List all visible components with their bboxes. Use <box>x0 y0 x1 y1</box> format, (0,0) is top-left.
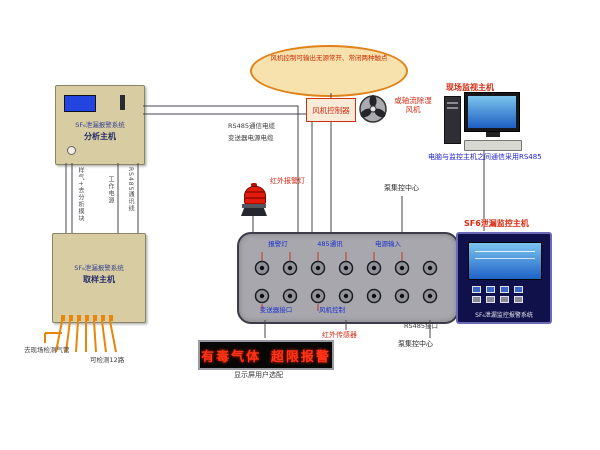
sf6-monitor-host-label: SF6泄漏监控主机 <box>464 219 529 228</box>
analysis-host-subtitle: 分析主机 <box>84 132 116 141</box>
gas-pipe-label: 去现场检测气管 <box>24 346 70 354</box>
keyboard <box>464 140 522 151</box>
fan-controller-box: 风机控制器 <box>306 98 356 122</box>
analysis-host-title: SF₆泄漏报警系统 <box>75 121 125 129</box>
rs485-cable-label: RS485通信电缆 <box>228 122 276 130</box>
cable-gland <box>101 315 105 321</box>
fan-control-note-cloud: 风机控制可输出无源常开、常闭两种触点 <box>250 45 408 97</box>
channels-label: 可检测12路 <box>90 356 125 364</box>
cable-gland <box>61 315 65 321</box>
sampling-host-title: SF₆泄漏报警系统 <box>74 264 124 272</box>
transmitter-power-cable-label: 变送器电源电缆 <box>228 134 274 142</box>
terminal-label-transmitter-port: 变送器接口 <box>259 306 293 314</box>
cable-gland <box>85 315 89 321</box>
analysis-host-unit: SF₆泄漏报警系统 分析主机 <box>55 85 145 165</box>
cable-gland <box>93 315 97 321</box>
fan-control-note-text: 风机控制可输出无源常开、常闭两种触点 <box>270 54 388 62</box>
rs485-wire-label: RS485通讯线 <box>127 167 134 213</box>
fan-icon <box>359 95 387 123</box>
ir-sensor-label: 红外传感器 <box>322 331 357 339</box>
pc-rs485-note: 电脑与监控主机之间通信采用RS485 <box>428 153 542 161</box>
computer-tower <box>444 96 461 144</box>
site-monitor-host-label: 现场监视主机 <box>446 83 494 92</box>
panel-buttons-row2 <box>472 296 523 303</box>
monitor-screen <box>468 96 516 128</box>
power-button <box>67 146 76 155</box>
cable-gland <box>69 315 73 321</box>
working-power-wire-label: 工作电源 <box>107 176 114 204</box>
beacon-label: 红外报警灯 <box>270 177 305 185</box>
terminal-label-alarm-lamp: 报警灯 <box>268 240 288 248</box>
led-display-text: 有毒气体 超限报警 <box>201 349 331 365</box>
rs485-port-label: RS485接口 <box>404 322 439 330</box>
terminal-label-485-comm: 485通讯 <box>317 240 343 248</box>
pump-center-top-label: 泵集控中心 <box>384 184 419 192</box>
computer-monitor <box>464 92 520 132</box>
panel-text: SF₆泄漏监控报警系统 <box>475 312 533 319</box>
axial-fan-label: 或轴流除湿风机 <box>394 96 432 115</box>
alarm-beacon-icon <box>241 183 267 217</box>
cable-gland <box>109 315 113 321</box>
panel-screen <box>468 242 542 280</box>
sf6-monitor-panel: SF₆泄漏监控报警系统 <box>456 232 552 324</box>
panel-buttons-row1 <box>472 286 523 293</box>
sampling-host-unit: SF₆泄漏报警系统 取样主机 <box>52 233 146 323</box>
monitor-stand <box>486 132 500 137</box>
terminal-label-fan-control: 风机控制 <box>319 306 345 314</box>
led-display: 有毒气体 超限报警 <box>198 340 334 370</box>
lcd-screen <box>64 95 96 112</box>
led-caption: 显示屏用户选配 <box>234 371 283 379</box>
terminal-block <box>237 232 459 324</box>
cable-gland <box>77 315 81 321</box>
vent-slot <box>120 95 125 110</box>
sample-gas-wire-label: 样气+去分析模块 <box>77 167 84 223</box>
sampling-host-subtitle: 取样主机 <box>83 275 115 284</box>
terminal-label-power-input: 电源输入 <box>375 240 401 248</box>
pump-center-bottom-label: 泵集控中心 <box>398 340 433 348</box>
